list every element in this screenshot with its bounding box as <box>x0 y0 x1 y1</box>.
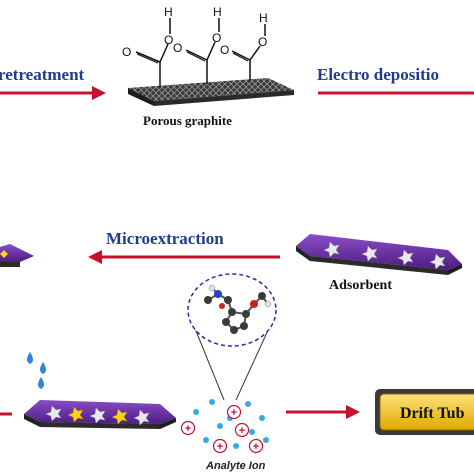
ion-charge-label: + <box>231 407 237 419</box>
adsorbent-strip-partial <box>0 244 34 267</box>
oxygen-label-3b: O <box>258 35 267 49</box>
porous-graphite-label: Porous graphite <box>143 113 232 128</box>
analyte-bound-marker <box>67 406 128 425</box>
analyte-ion: + <box>226 404 242 420</box>
microextraction-label: Microextraction <box>106 229 224 248</box>
oxygen-label-2b: O <box>212 31 221 45</box>
ion-charge-label: + <box>217 441 223 453</box>
oxygen-label-1a: O <box>122 45 131 59</box>
analyte-ion: + <box>248 438 264 454</box>
carboxyl-group-3 <box>231 24 266 81</box>
analyte-ion-label: Analyte Ion <box>205 460 266 472</box>
pretreatment-label: retreatment <box>0 65 85 84</box>
hydrogen-label-1: H <box>164 5 173 19</box>
hydrogen-label-2: H <box>213 5 222 19</box>
adsorbent-nanoparticle <box>323 241 446 270</box>
analyte-molecule <box>204 284 272 334</box>
pretreatment-arrow <box>0 86 106 100</box>
drift-tube-box <box>375 389 474 435</box>
analyte-ion: + <box>180 420 196 436</box>
ion-charge-label: + <box>239 425 245 437</box>
hydrogen-label-3: H <box>259 11 268 25</box>
oxygen-label-2a: O <box>173 41 182 55</box>
analyte-ion: + <box>234 422 250 438</box>
carboxyl-group-1 <box>135 18 171 87</box>
zoom-callout-lines <box>193 325 271 401</box>
ionization-arrow <box>286 405 360 419</box>
ion-charge-label: + <box>185 423 191 435</box>
adsorbent-label: Adsorbent <box>329 278 392 293</box>
porous-graphite-sheet <box>128 78 294 106</box>
ion-charge-label: + <box>253 441 259 453</box>
microextraction-arrow <box>88 250 280 264</box>
oxygen-label-3a: O <box>220 43 229 57</box>
carboxyl-group-2 <box>185 18 220 84</box>
drift-tube-label: Drift Tub <box>400 405 465 422</box>
oxygen-label-1b: O <box>164 33 173 47</box>
water-drop-icon <box>27 352 46 389</box>
adsorbent-strip <box>296 234 462 275</box>
analyte-ion-cloud <box>193 399 269 449</box>
adsorbent-nanoparticle <box>45 405 150 426</box>
electro-deposition-label: Electro depositio <box>317 65 439 84</box>
analyte-ion: + <box>212 438 228 454</box>
